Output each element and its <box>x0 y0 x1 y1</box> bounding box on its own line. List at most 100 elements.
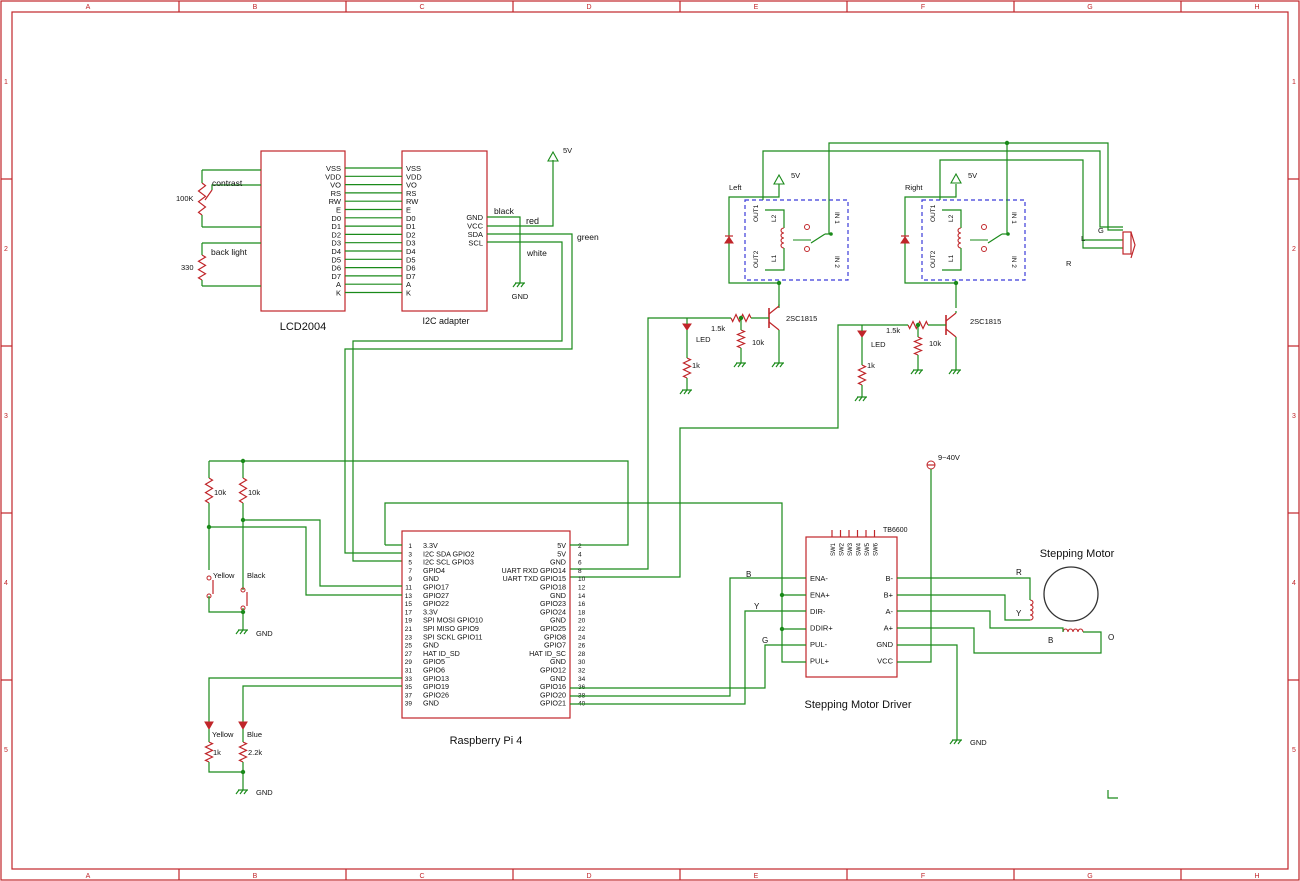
driver-right-pin: A- <box>886 607 894 616</box>
led-gnd: GND <box>256 788 273 797</box>
rpi-right-num: 12 <box>578 585 586 592</box>
wire <box>208 596 243 613</box>
rpi-left-num: 31 <box>405 668 413 675</box>
rpi-right-num: 20 <box>578 618 586 625</box>
driver-left-pin: PUL+ <box>810 657 830 666</box>
lcd-pin-label: RS <box>331 189 341 198</box>
driver-right-pin: B+ <box>884 591 894 600</box>
driver-title: Stepping Motor Driver <box>805 699 912 711</box>
ground-symbol <box>516 282 521 288</box>
frame-col-top: C <box>419 4 424 11</box>
sw-r1: 10k <box>214 488 226 497</box>
motor-coil <box>1062 628 1069 633</box>
rpi-right-pin: GPIO16 <box>540 682 566 691</box>
audio-jack <box>1122 231 1132 255</box>
ground-symbol <box>737 362 742 368</box>
coil-r-label: R <box>1016 568 1022 577</box>
wire <box>570 610 806 705</box>
relay-in2: IN 2 <box>833 256 840 268</box>
i2c-pin-label: RS <box>406 189 416 198</box>
i2c-pin-label: D6 <box>406 264 416 273</box>
lcd-pin-label: VO <box>330 181 341 190</box>
rpi-left-pin: GND <box>423 699 439 708</box>
relay-arm <box>810 233 826 244</box>
rpi-right-pin: GPIO20 <box>540 690 566 699</box>
rpi-right-pin: UART TXD GPIO15 <box>502 574 566 583</box>
frame-col-bottom: D <box>586 873 591 880</box>
i2c-pin-label: K <box>406 289 411 298</box>
lcd-pin-label: E <box>336 206 341 215</box>
jack-r-label: R <box>1066 259 1072 268</box>
wire <box>897 644 958 740</box>
i2c-title: I2C adapter <box>422 316 469 326</box>
junction-dot <box>1004 140 1010 146</box>
junction-dot <box>240 769 246 775</box>
rpi-right-pin: GPIO25 <box>540 624 566 633</box>
frame-row-left: 2 <box>4 246 8 253</box>
rled-left: 1k <box>692 361 700 370</box>
wire <box>487 216 521 283</box>
wire <box>208 762 243 773</box>
relay-contact <box>981 224 987 230</box>
lcd-pin-label: D5 <box>331 255 341 264</box>
rpi-title: Raspberry Pi 4 <box>450 735 523 747</box>
relay-5v-left: 5V <box>791 171 800 180</box>
ground-symbol <box>779 362 784 368</box>
rpi-left-num: 23 <box>405 634 413 641</box>
i2c-pin-label: D2 <box>406 230 416 239</box>
rpi-left-num: 17 <box>405 609 413 616</box>
rpi-left-pin: I2C SCL GPIO3 <box>423 558 474 567</box>
rpi-left-pin: GPIO22 <box>423 599 449 608</box>
wire <box>352 241 563 562</box>
indicator-led <box>204 721 214 731</box>
rpi-right-num: 22 <box>578 626 586 633</box>
ground-symbol <box>953 739 958 745</box>
sw-gnd: GND <box>256 629 273 638</box>
i2c-pin-label: D1 <box>406 222 416 231</box>
ground-symbol <box>775 362 780 368</box>
tr-right: 2SC1815 <box>970 317 1001 326</box>
dip-switch-label: SW1 <box>831 542 837 556</box>
rpi-left-num: 13 <box>405 593 413 600</box>
relay-left-label: Left <box>729 183 742 192</box>
rled-right: 1k <box>867 361 875 370</box>
relay-out2: OUT2 <box>930 250 937 268</box>
i2c-pin-label: D7 <box>406 272 416 281</box>
tr-left: 2SC1815 <box>786 314 817 323</box>
driver-right-pin: A+ <box>884 624 894 633</box>
frame-col-bottom: A <box>86 873 91 880</box>
rpi-left-num: 1 <box>408 543 412 550</box>
driver-supply-label: 9~40V <box>938 453 960 462</box>
junction-dot <box>779 592 785 598</box>
rpi-right-num: 28 <box>578 651 586 658</box>
rpi-left-num: 9 <box>408 576 412 583</box>
frame-col-top: H <box>1254 4 1259 11</box>
ground-symbol <box>239 789 244 795</box>
wire <box>487 160 554 227</box>
i2c-pin-label: D5 <box>406 255 416 264</box>
rpi-left-num: 5 <box>408 560 412 567</box>
coil-o-label: O <box>1108 633 1114 642</box>
driver-y-label: Y <box>754 602 760 611</box>
wire-white-label: white <box>526 248 547 258</box>
frame-col-bottom: G <box>1087 873 1092 880</box>
relay-module <box>921 199 1026 281</box>
rpi-left-pin: GPIO6 <box>423 666 445 675</box>
rpi-right-num: 8 <box>578 568 582 575</box>
pullup-resistor <box>204 477 214 504</box>
rpi-right-num: 34 <box>578 676 586 683</box>
rpi-right-num: 14 <box>578 593 586 600</box>
frame-col-top: G <box>1087 4 1092 11</box>
rpi-right-pin: GPIO21 <box>540 699 566 708</box>
i2c-right-pin: GND <box>466 213 483 222</box>
indicator-led <box>238 721 248 731</box>
rpi-left-pin: GPIO4 <box>423 566 445 575</box>
rpi-left-num: 29 <box>405 659 413 666</box>
wire <box>897 610 1064 632</box>
rpi-left-num: 11 <box>405 585 412 592</box>
pushbutton <box>206 575 212 581</box>
ground-symbol <box>910 369 915 375</box>
backlight-resistor <box>197 254 207 281</box>
